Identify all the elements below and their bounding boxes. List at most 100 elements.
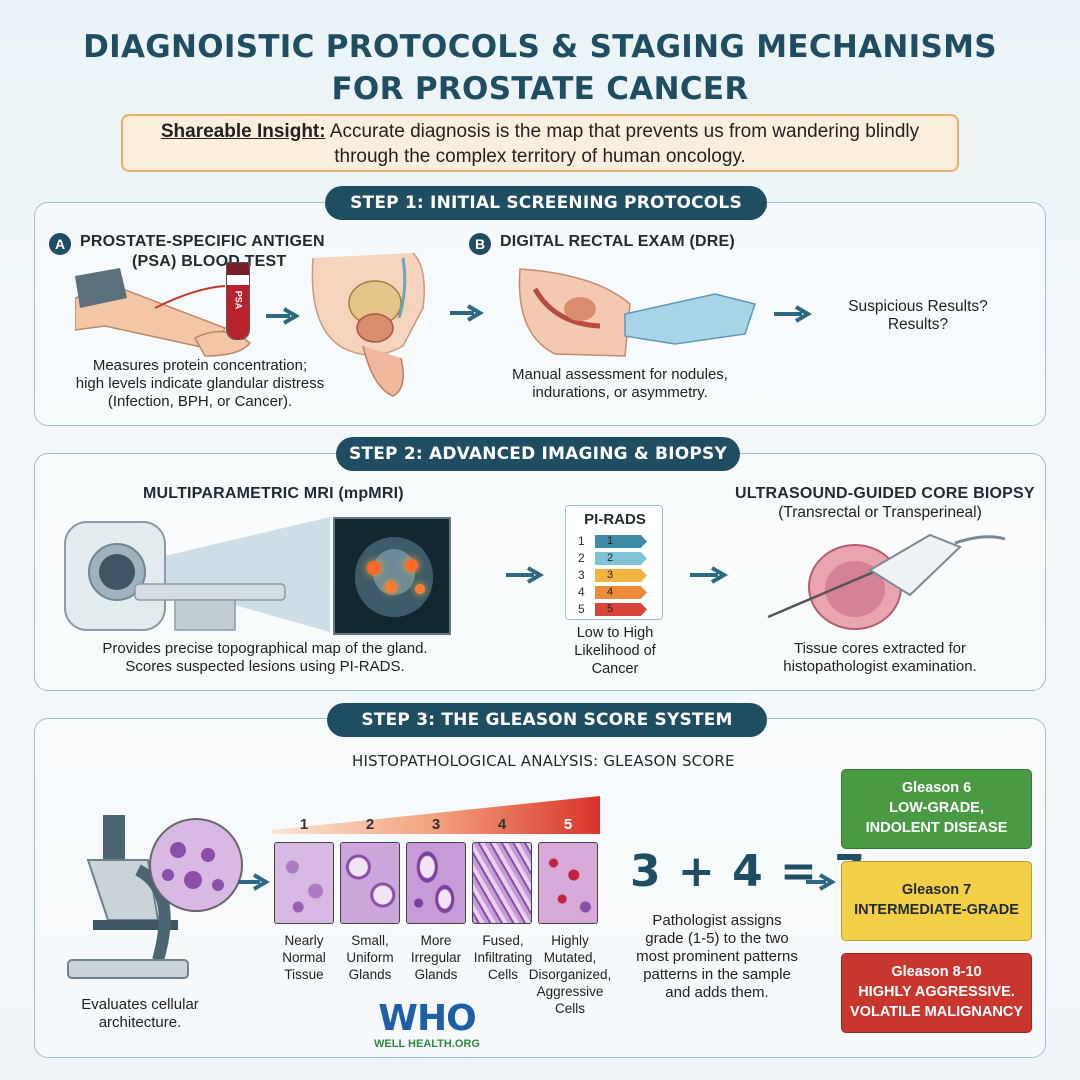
grade-num-3: 3 (431, 816, 441, 833)
pirads-row-num: 5 (578, 602, 585, 616)
pirads-caption-2: Likelihood of (574, 643, 656, 659)
step2-pill: STEP 2: ADVANCED IMAGING & BIOPSY (336, 437, 740, 471)
step1-b-badge: B (469, 233, 491, 255)
pirads-bar: 1 (595, 535, 647, 548)
mri-caption-2: Scores suspected lesions using PI-RADS. (125, 658, 405, 675)
dre-title: DIGITAL RECTAL EXAM (DRE) (500, 233, 735, 250)
dre-caption-1: Manual assessment for nodules, (512, 366, 728, 383)
gleason-8-10-box: Gleason 8-10 HIGHLY AGGRESSIVE. VOLATILE… (841, 953, 1032, 1033)
insight-text-1: Accurate diagnosis is the map that preve… (325, 121, 920, 142)
blood-draw-illustration (75, 268, 252, 357)
psa-caption: Measures protein concentration; high lev… (50, 357, 350, 411)
grade-caption-line: Disorganized, (528, 967, 612, 982)
biopsy-illustration (767, 533, 1006, 630)
grade-num-1: 1 (299, 816, 309, 833)
gleason-heading: HISTOPATHOLOGICAL ANALYSIS: GLEASON SCOR… (352, 752, 735, 770)
gleason-6-line3: INDOLENT DISEASE (865, 820, 1008, 836)
grade-caption-line: Highly (551, 933, 589, 948)
arrow-5 (690, 566, 728, 584)
microscope-caption-2: architecture. (98, 1014, 182, 1031)
gleason-8-10-line3: VOLATILE MALIGNANCY (850, 1004, 1023, 1020)
psa-tube-label: PSA (233, 290, 244, 310)
grade-3-caption: More Irregular Glands (401, 932, 471, 983)
logo-tagline: WELL HEALTH.ORG (374, 1038, 480, 1050)
pirads-bar: 4 (595, 586, 647, 599)
dre-caption-2: indurations, or asymmetry. (532, 384, 708, 401)
grade-num-4: 4 (497, 816, 507, 833)
step3-pill: STEP 3: THE GLEASON SCORE SYSTEM (327, 703, 767, 737)
psa-caption-3: (Infection, BPH, or Cancer). (107, 393, 293, 410)
grade-caption-line: Normal (282, 950, 326, 965)
gleason-7-box: Gleason 7 INTERMEDIATE-GRADE (841, 861, 1032, 941)
grade-caption-line: Cells (554, 1001, 585, 1016)
gleason-7-line2: INTERMEDIATE-GRADE (854, 902, 1019, 918)
grade-2-tissue-image (340, 842, 400, 924)
dre-caption: Manual assessment for nodules, induratio… (480, 366, 760, 402)
prostate-anatomy-illustration (311, 252, 425, 397)
grade-5-tissue-image (538, 842, 598, 924)
psa-test-title: PROSTATE-SPECIFIC ANTIGEN (PSA) BLOOD TE… (80, 232, 380, 272)
biopsy-caption: Tissue cores extracted for histopatholog… (745, 640, 1015, 676)
insight-label: Shareable Insight: (160, 121, 326, 142)
microscope-caption: Evaluates cellular architecture. (55, 996, 225, 1032)
equation-caption-line: Pathologist assigns (652, 912, 782, 929)
well-health-logo: WHO WELL HEALTH.ORG (362, 1000, 492, 1052)
mri-caption-1: Provides precise topographical map of th… (102, 640, 428, 657)
arrow-7 (806, 873, 836, 891)
arrow-2 (450, 304, 484, 322)
gleason-grade-gradient (272, 796, 600, 834)
gleason-6-box: Gleason 6 LOW-GRADE, INDOLENT DISEASE (841, 769, 1032, 849)
mri-title: MULTIPARAMETRIC MRI (mpMRI) (143, 485, 404, 502)
pirads-bar: 3 (595, 569, 647, 582)
equation-caption: Pathologist assigns grade (1-5) to the t… (612, 912, 822, 1002)
step1-pill: STEP 1: INITIAL SCREENING PROTOCOLS (325, 186, 767, 220)
shareable-insight-box: Shareable Insight: Accurate diagnosis is… (121, 114, 959, 172)
mri-caption: Provides precise topographical map of th… (80, 640, 450, 676)
gleason-6-line2: LOW-GRADE, (889, 800, 984, 816)
pirads-row-num: 3 (578, 568, 585, 582)
pirads-row-num: 2 (578, 551, 585, 565)
microscope-illustration (67, 815, 243, 979)
psa-test-tube: PSA (226, 262, 250, 340)
logo-letters: WHO (378, 998, 476, 1039)
equation-caption-line: grade (1-5) to the two (645, 930, 789, 947)
grade-caption-line: Infiltrating (473, 950, 533, 965)
gleason-7-label: Gleason 7 (901, 882, 972, 898)
biopsy-title: ULTRASOUND-GUIDED CORE BIOPSY (735, 485, 1035, 502)
insight-text-2: through the complex territory of human o… (334, 146, 746, 167)
pirads-caption-1: Low to High (576, 625, 654, 641)
grade-caption-line: Small, (351, 933, 389, 948)
pirads-bar: 2 (595, 552, 647, 565)
gleason-8-10-label: Gleason 8-10 (891, 964, 982, 980)
pirads-caption: Low to High Likelihood of Cancer (555, 624, 675, 678)
grade-num-2: 2 (365, 816, 375, 833)
grade-caption-line: Mutated, (543, 950, 597, 965)
grade-caption-line: Cells (487, 967, 518, 982)
suspicious-line-1: Suspicious Results? (848, 298, 988, 315)
microscope-caption-1: Evaluates cellular (81, 996, 199, 1013)
grade-caption-line: Tissue (284, 967, 324, 982)
grade-caption-line: Fused, (482, 933, 524, 948)
grade-4-caption: Fused, Infiltrating Cells (465, 932, 541, 983)
grade-4-tissue-image (472, 842, 532, 924)
mri-scanner-illustration (64, 517, 330, 632)
grade-5-caption: Highly Mutated, Disorganized, Aggressive… (528, 932, 612, 1017)
grade-1-tissue-image (274, 842, 334, 924)
gleason-8-10-line2: HIGHLY AGGRESSIVE. (858, 984, 1015, 1000)
pirads-bar: 5 (595, 603, 647, 616)
pirads-title: PI-RADS (584, 511, 646, 528)
biopsy-caption-1: Tissue cores extracted for (793, 640, 966, 657)
grade-caption-line: Irregular (410, 950, 462, 965)
mri-scan-image (333, 517, 451, 635)
arrow-1 (266, 307, 300, 325)
grade-3-tissue-image (406, 842, 466, 924)
grade-1-caption: Nearly Normal Tissue (269, 932, 339, 983)
equation-caption-line: and adds them. (665, 984, 769, 1001)
step1-a-badge: A (49, 233, 71, 255)
pirads-row-num: 1 (578, 534, 585, 548)
